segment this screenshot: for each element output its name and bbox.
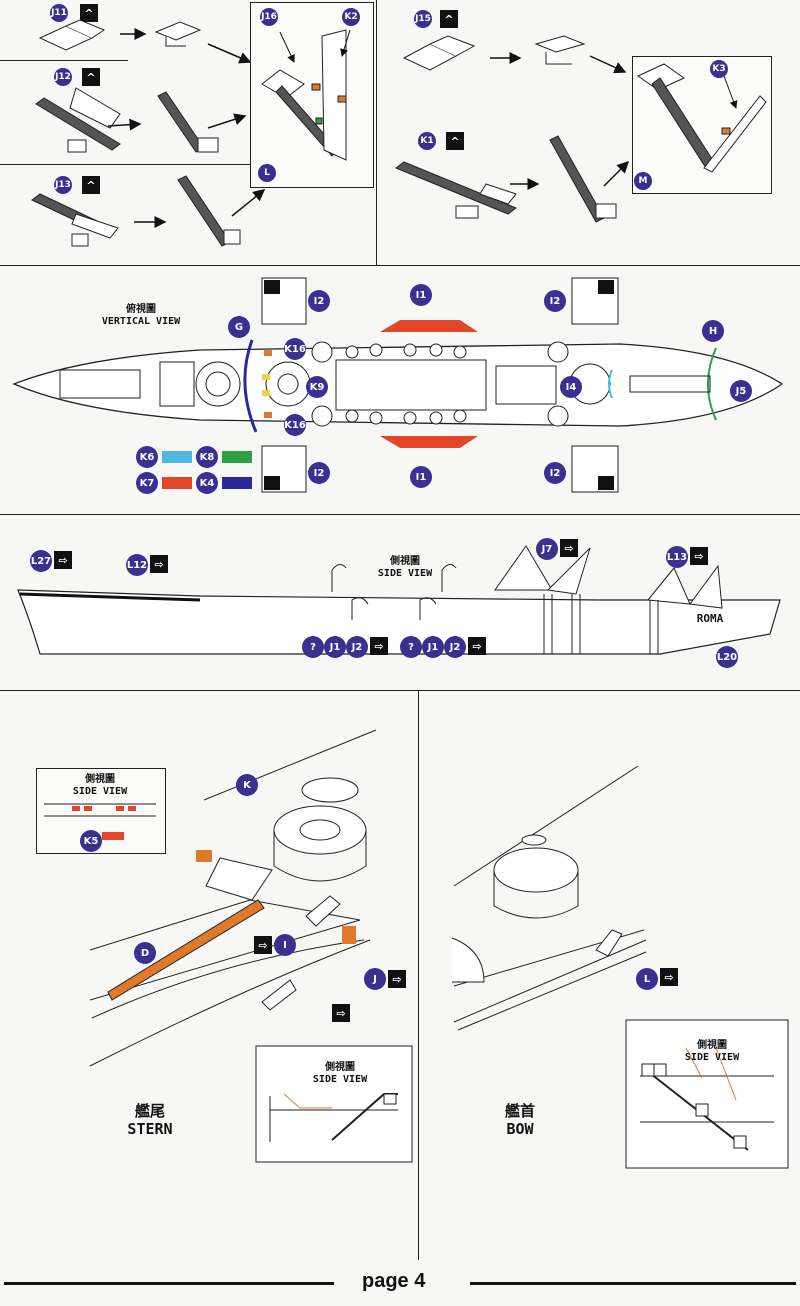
legend-k6-swatch bbox=[162, 451, 192, 463]
callout-k5: K5 bbox=[80, 830, 102, 852]
callout-j16: J16 bbox=[260, 8, 278, 26]
side-view-title-cn: 側視圖 bbox=[390, 556, 420, 567]
assembly-frame-l bbox=[250, 2, 374, 188]
callout-i2-br: I2 bbox=[544, 462, 566, 484]
page-number: page 4 bbox=[362, 1270, 426, 1292]
callout-k2: K2 bbox=[342, 8, 360, 26]
callout-j5: J5 bbox=[730, 380, 752, 402]
step-badge-j15: J15 bbox=[414, 10, 432, 28]
bow-diagram bbox=[451, 765, 789, 1169]
step-badge-j11: J11 bbox=[50, 4, 68, 22]
callout-i4: I4 bbox=[560, 376, 582, 398]
step-badge-j13: J13 bbox=[54, 176, 72, 194]
divider bbox=[418, 690, 419, 1260]
callout-j7: J7 bbox=[536, 538, 558, 560]
callout-k16-bottom: K16 bbox=[284, 414, 306, 436]
callout-l20: L20 bbox=[716, 646, 738, 668]
bow-title-cn: 艦首 bbox=[504, 1102, 535, 1120]
stern-inset2-title-cn: 側視圖 bbox=[325, 1062, 355, 1073]
callout-j2-b: J2 bbox=[444, 636, 466, 658]
divider bbox=[376, 0, 377, 265]
result-badge-m: M bbox=[634, 172, 652, 190]
stern-diagram bbox=[44, 729, 413, 1163]
stern-title-en: STERN bbox=[127, 1120, 173, 1138]
side-view-icon: ⇨ bbox=[690, 547, 708, 565]
callout-k: K bbox=[236, 774, 258, 796]
callout-k3: K3 bbox=[710, 60, 728, 78]
divider bbox=[0, 690, 800, 691]
callout-i2-tl: I2 bbox=[308, 290, 330, 312]
divider bbox=[0, 164, 250, 165]
callout-i1-top: I1 bbox=[410, 284, 432, 306]
fold-icon: ^ bbox=[82, 176, 100, 194]
fold-icon: ^ bbox=[440, 10, 458, 28]
side-view-title-en: SIDE VIEW bbox=[377, 568, 433, 579]
legend-k6-badge: K6 bbox=[136, 446, 158, 468]
callout-unknown-2: ? bbox=[400, 636, 422, 658]
side-view-icon: ⇨ bbox=[254, 936, 272, 954]
bow-inset-title-cn: 側視圖 bbox=[697, 1040, 727, 1051]
stern-inset2-title-en: SIDE VIEW bbox=[312, 1074, 368, 1085]
bow-title-en: BOW bbox=[506, 1120, 534, 1138]
top-diagrams bbox=[31, 19, 767, 247]
side-view-icon: ⇨ bbox=[388, 970, 406, 988]
callout-k16-top: K16 bbox=[284, 338, 306, 360]
part-j12-ladder bbox=[35, 87, 121, 153]
legend-k8-badge: K8 bbox=[196, 446, 218, 468]
callout-i: I bbox=[274, 934, 296, 956]
callout-l13: L13 bbox=[666, 546, 688, 568]
callout-i2-tr: I2 bbox=[544, 290, 566, 312]
vertical-view-title-en: VERTICAL VIEW bbox=[101, 316, 181, 327]
side-view-icon: ⇨ bbox=[660, 968, 678, 986]
callout-i1-bottom: I1 bbox=[410, 466, 432, 488]
stern-inset-title-cn: 側視圖 bbox=[85, 774, 115, 785]
callout-j1-b: J1 bbox=[422, 636, 444, 658]
side-view-icon: ⇨ bbox=[150, 555, 168, 573]
legend-k4-swatch bbox=[222, 477, 252, 489]
divider bbox=[0, 60, 128, 61]
callout-g: G bbox=[228, 316, 250, 338]
stern-inset-title-en: SIDE VIEW bbox=[72, 786, 128, 797]
side-view-icon: ⇨ bbox=[370, 637, 388, 655]
legend-k8-swatch bbox=[222, 451, 252, 463]
callout-l: L bbox=[636, 968, 658, 990]
part-j13-ladder bbox=[31, 193, 119, 247]
legend-k4-badge: K4 bbox=[196, 472, 218, 494]
part-j11-flat bbox=[38, 19, 106, 51]
hull-top-view bbox=[12, 277, 784, 493]
callout-k9: K9 bbox=[306, 376, 328, 398]
callout-l27: L27 bbox=[30, 550, 52, 572]
vertical-view-title-cn: 俯視圖 bbox=[126, 304, 156, 315]
fold-icon: ^ bbox=[82, 68, 100, 86]
bow-inset-title-en: SIDE VIEW bbox=[684, 1052, 740, 1063]
callout-i2-bl: I2 bbox=[308, 462, 330, 484]
step-badge-j12: J12 bbox=[54, 68, 72, 86]
side-view-icon: ⇨ bbox=[332, 1004, 350, 1022]
ship-name-roma: ROMA bbox=[696, 612, 724, 625]
fold-icon: ^ bbox=[80, 4, 98, 22]
result-badge-l: L bbox=[258, 164, 276, 182]
legend-k7-swatch bbox=[162, 477, 192, 489]
callout-unknown-1: ? bbox=[302, 636, 324, 658]
side-view-icon: ⇨ bbox=[468, 637, 486, 655]
divider bbox=[0, 514, 800, 515]
stern-title-cn: 艦尾 bbox=[134, 1102, 165, 1120]
part-k1-ladder bbox=[394, 161, 518, 219]
callout-h: H bbox=[702, 320, 724, 342]
hull-side-view bbox=[17, 545, 781, 655]
fold-icon: ^ bbox=[446, 132, 464, 150]
divider bbox=[0, 265, 800, 266]
legend-k7-badge: K7 bbox=[136, 472, 158, 494]
callout-l12: L12 bbox=[126, 554, 148, 576]
callout-d: D bbox=[134, 942, 156, 964]
callout-j1-a: J1 bbox=[324, 636, 346, 658]
side-view-icon: ⇨ bbox=[560, 539, 578, 557]
callout-j2-a: J2 bbox=[346, 636, 368, 658]
callout-j: J bbox=[364, 968, 386, 990]
side-view-icon: ⇨ bbox=[54, 551, 72, 569]
step-badge-k1: K1 bbox=[418, 132, 436, 150]
footer-rule-left bbox=[4, 1282, 334, 1285]
footer-rule-right bbox=[470, 1282, 796, 1285]
